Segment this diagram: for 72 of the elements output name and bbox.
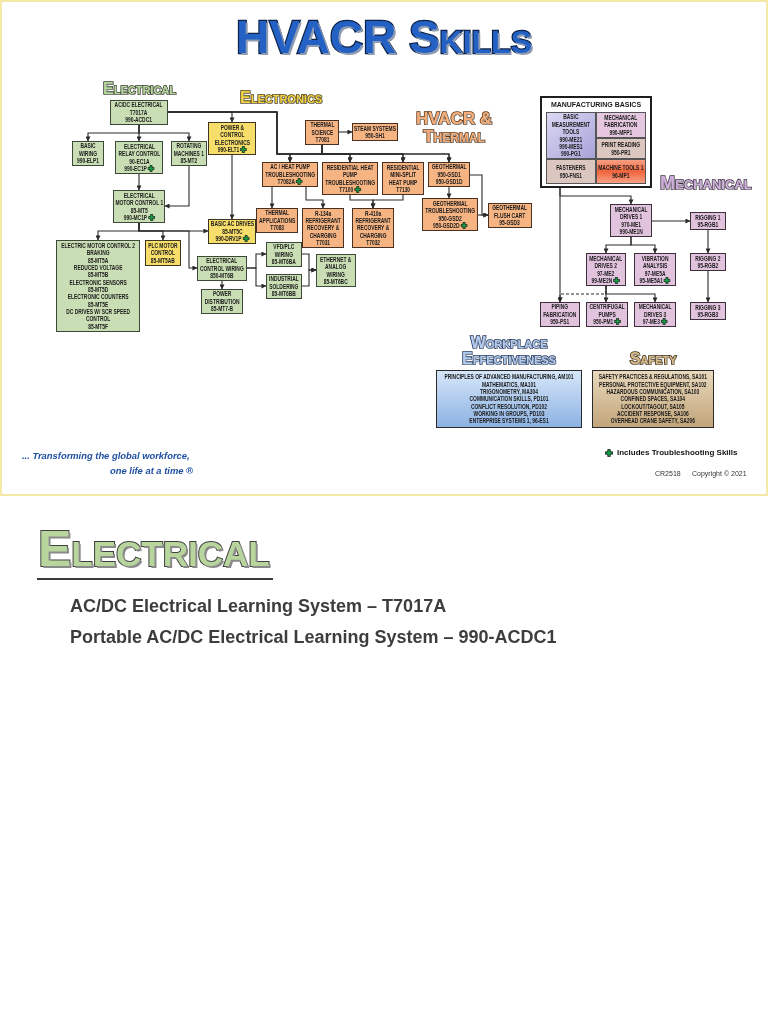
skill-box xyxy=(610,204,652,237)
section-heading: Safety xyxy=(629,351,677,367)
skill-box xyxy=(634,253,676,286)
skill-box xyxy=(352,208,394,248)
section-heading: HVACR & Thermal xyxy=(414,110,494,146)
skill-box xyxy=(302,208,344,248)
flow-arrow xyxy=(269,186,275,209)
flow-arrow xyxy=(301,267,317,287)
page-title: HVACR Skills xyxy=(235,14,532,60)
flow-arrow xyxy=(229,154,235,220)
course-title: AC/DC Electrical Learning System – T7017A xyxy=(70,597,447,615)
skill-box xyxy=(201,289,243,314)
flow-arrow xyxy=(630,236,658,254)
skill-box xyxy=(382,162,424,195)
flow-arrow xyxy=(477,212,489,218)
flow-arrow xyxy=(305,186,326,209)
flow-arrow xyxy=(164,165,190,209)
skill-box xyxy=(197,256,247,281)
skill-box xyxy=(586,302,628,327)
skill-box xyxy=(262,162,318,187)
dashed-arrow xyxy=(557,285,607,303)
flow-arrow xyxy=(338,129,353,135)
section-heading: Mechanical xyxy=(660,174,752,192)
flow-arrow xyxy=(705,270,711,303)
skill-box xyxy=(316,254,356,287)
flow-arrow xyxy=(219,280,225,290)
skill-box xyxy=(56,240,140,332)
skill-box xyxy=(428,162,470,187)
section-heading: Electronics xyxy=(240,90,323,106)
slide-heading: Electrical xyxy=(38,524,270,574)
skill-box xyxy=(540,302,580,327)
flow-arrow xyxy=(246,267,267,289)
group-box xyxy=(540,96,652,188)
skill-box xyxy=(488,203,532,228)
skill-box xyxy=(171,141,207,166)
skill-box xyxy=(208,122,256,155)
skill-box xyxy=(72,141,104,166)
skill-box xyxy=(322,162,378,195)
flow-arrow xyxy=(138,222,198,271)
skill-box xyxy=(422,198,478,231)
skill-box xyxy=(145,240,181,266)
skill-box xyxy=(596,112,646,138)
skill-box xyxy=(266,274,302,299)
flow-arrow xyxy=(370,194,404,209)
skill-box xyxy=(546,159,596,184)
flow-arrow xyxy=(321,144,452,163)
skill-box xyxy=(266,242,302,267)
skill-box xyxy=(546,112,596,159)
skill-box xyxy=(586,253,626,286)
skill-box xyxy=(208,219,256,244)
flow-arrow xyxy=(705,229,711,254)
skill-box xyxy=(634,302,676,327)
skill-box xyxy=(113,190,165,223)
legend-text: Includes Troubleshooting Skills xyxy=(617,449,738,457)
flow-arrow xyxy=(138,124,192,142)
flow-arrow xyxy=(136,173,142,191)
skill-box xyxy=(352,123,398,141)
flow-arrow xyxy=(651,218,691,224)
skill-box xyxy=(690,253,726,271)
section-heading: Electrical xyxy=(103,81,176,97)
skill-box xyxy=(305,120,339,145)
course-title: Portable AC/DC Electrical Learning System – 990-ACDC1 xyxy=(70,628,557,646)
skill-box xyxy=(596,159,646,184)
slogan-text: ... Transforming the global workforce, one life at a time ® xyxy=(22,449,194,479)
section-heading: Workplace Effectiveness xyxy=(461,335,557,367)
skill-box xyxy=(115,141,163,174)
skill-box xyxy=(596,138,646,159)
skill-box xyxy=(690,302,726,320)
skill-box xyxy=(690,212,726,230)
skill-box xyxy=(110,100,168,125)
skill-box xyxy=(256,208,298,233)
flow-arrow xyxy=(446,186,452,199)
